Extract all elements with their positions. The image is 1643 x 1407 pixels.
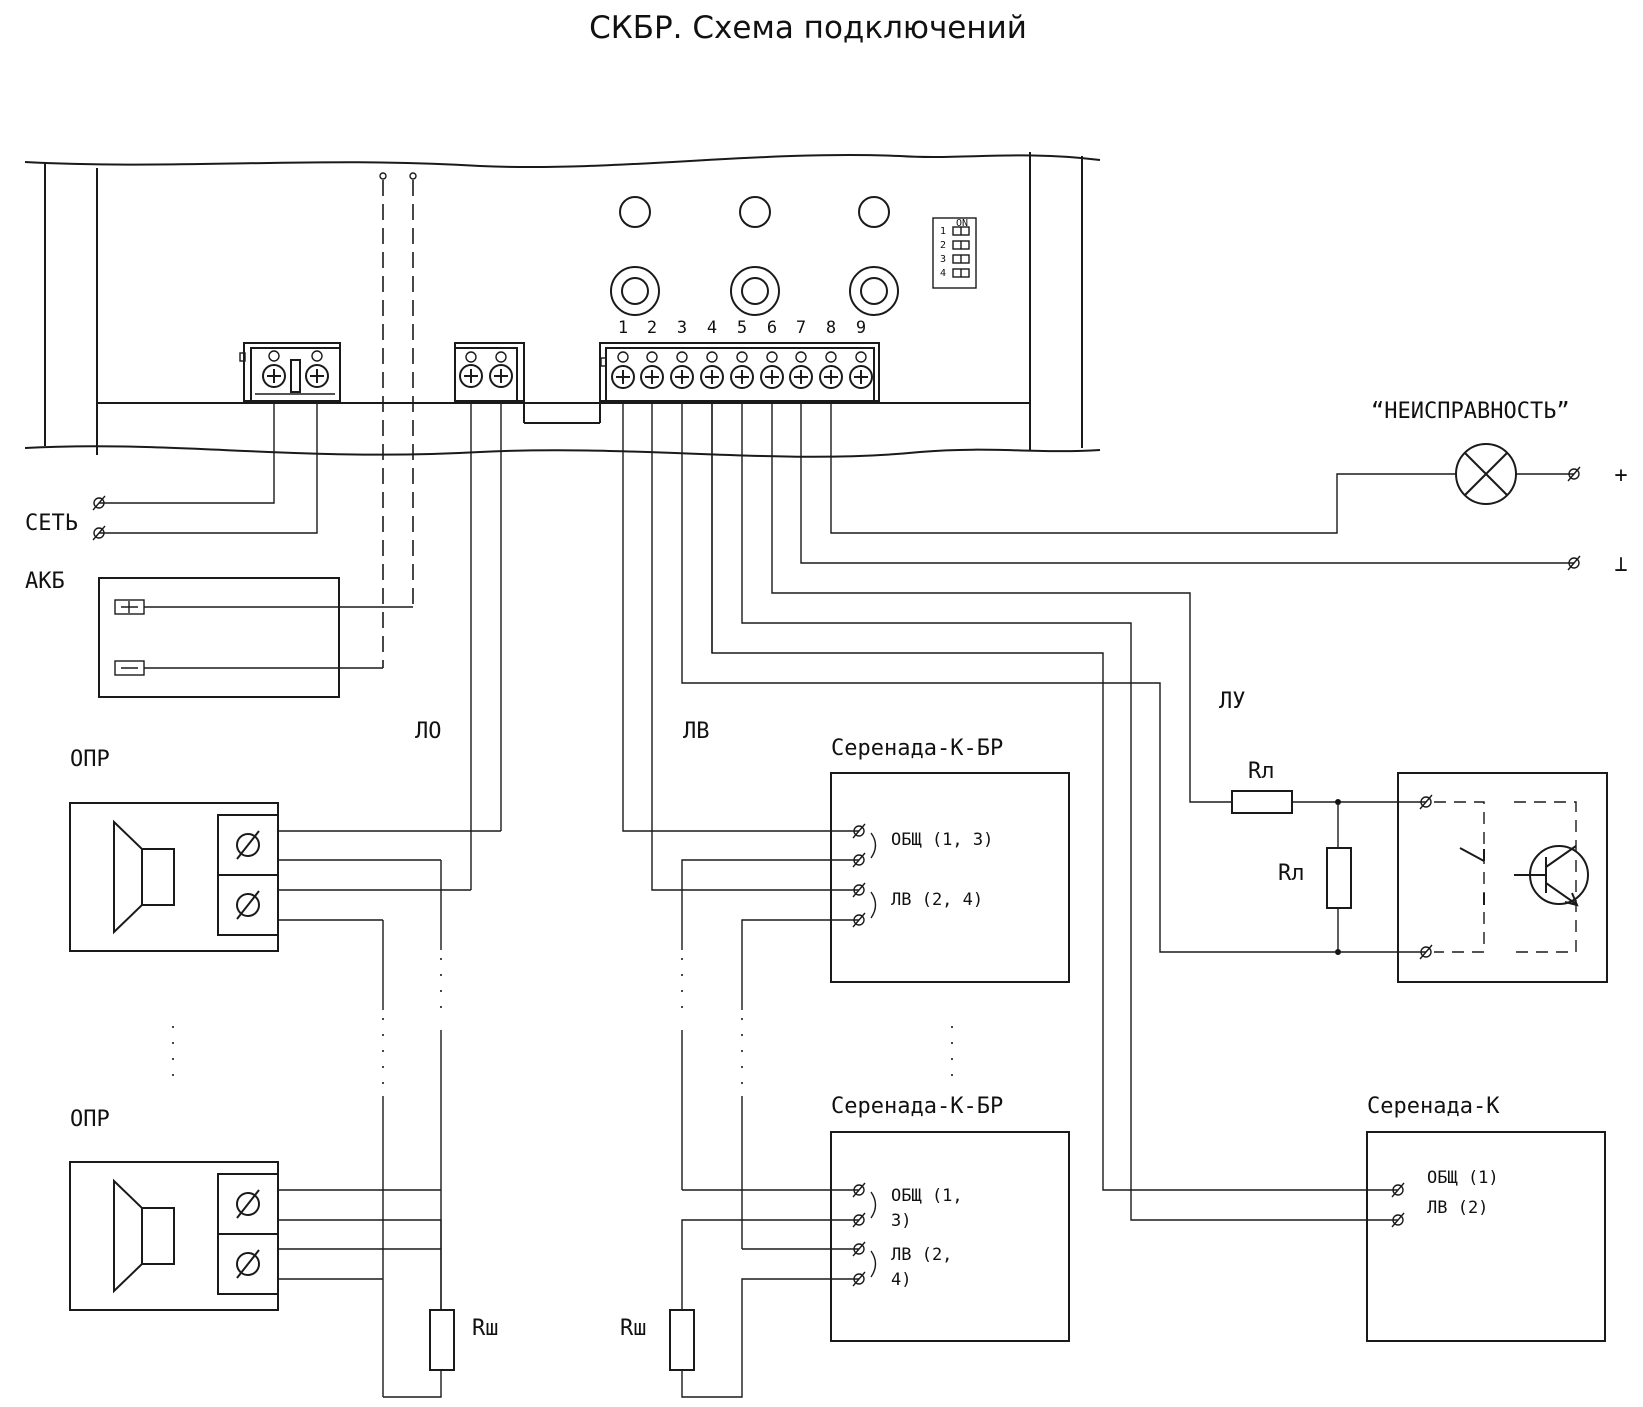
serenada-k-lv: ЛВ (2) <box>1427 1198 1488 1218</box>
speaker-1-label: ОПР <box>70 747 110 772</box>
battery: АКБ <box>25 569 413 698</box>
serenada-kbr-2-title: Серенада-К-БР <box>831 1094 1003 1119</box>
termination-resistor-lv <box>669 1309 695 1371</box>
output-line-wiring: ЛВ Rш <box>620 401 1398 1398</box>
speaker-1: ОПР <box>69 747 279 952</box>
mains-supply: СЕТЬ <box>25 401 318 541</box>
fault-label: “НЕИСПРАВНОСТЬ” <box>1371 399 1570 424</box>
plus-label: + <box>1614 463 1627 488</box>
page-title: СКБР. Схема подключений <box>589 10 1027 46</box>
serenada-kbr-2-common-line1: ОБЩ (1, <box>891 1186 963 1206</box>
line-resistor-parallel-label: Rл <box>1278 861 1305 886</box>
serenada-kbr-2-lv-line2: 4) <box>891 1270 911 1290</box>
control-line: ЛУ Rл Rл <box>681 401 1608 983</box>
serenada-kbr-2: Серенада-К-БР ОБЩ (1, 3) ЛВ (2, 4) <box>830 1094 1070 1342</box>
warning-line-wiring: ЛО Rш <box>172 401 502 1398</box>
warning-line-label: ЛО <box>415 719 442 744</box>
dip-label-4: 4 <box>940 268 946 279</box>
battery-label: АКБ <box>25 569 65 594</box>
terminal-number-7: 7 <box>796 318 806 338</box>
mains-terminal-block <box>239 342 341 402</box>
relay-contact-icon <box>1459 847 1485 862</box>
terminal-number-4: 4 <box>707 318 717 338</box>
serenada-kbr-1-title: Серенада-К-БР <box>831 736 1003 761</box>
serenada-k-title: Серенада-К <box>1367 1094 1500 1119</box>
serenada-kbr-1-common: ОБЩ (1, 3) <box>891 830 993 850</box>
serenada-k-common: ОБЩ (1) <box>1427 1168 1499 1188</box>
speaker-1-icon <box>113 819 143 935</box>
speaker-2: ОПР <box>69 1107 279 1311</box>
terminal-number-3: 3 <box>677 318 687 338</box>
line-resistor-parallel <box>1326 847 1352 909</box>
serenada-kbr-2-common-line2: 3) <box>891 1211 911 1231</box>
termination-resistor-lo <box>429 1309 455 1371</box>
warning-line-terminal-block <box>454 342 601 424</box>
mains-label: СЕТЬ <box>25 511 78 536</box>
fault-output: “НЕИСПРАВНОСТЬ” + ⊥ <box>800 399 1628 577</box>
main-terminal-block: 1 2 3 4 5 6 7 8 9 <box>599 318 880 402</box>
serenada-kbr-1: Серенада-К-БР ОБЩ (1, 3) ЛВ (2, 4) <box>830 736 1070 983</box>
terminal-number-9: 9 <box>856 318 866 338</box>
serenada-k: Серенада-К ОБЩ (1) ЛВ (2) <box>1366 1094 1606 1342</box>
serenada-kbr-1-lv: ЛВ (2, 4) <box>891 890 983 910</box>
line-resistor-series-label: Rл <box>1248 759 1275 784</box>
terminal-number-2: 2 <box>647 318 657 338</box>
terminal-number-8: 8 <box>826 318 836 338</box>
dip-label-1: 1 <box>940 226 946 237</box>
dip-label-3: 3 <box>940 254 946 265</box>
dip-label-2: 2 <box>940 240 946 251</box>
dip-switch: 1 2 3 4 ON <box>932 217 977 289</box>
main-unit: 1 2 3 4 ON <box>24 152 1101 668</box>
control-device <box>1397 772 1608 983</box>
ground-label: ⊥ <box>1614 552 1627 577</box>
termination-resistor-lv-label: Rш <box>620 1316 647 1341</box>
serenada-kbr-2-lv-line1: ЛВ (2, <box>891 1245 952 1265</box>
dip-on-label: ON <box>956 218 968 229</box>
terminal-number-6: 6 <box>767 318 777 338</box>
terminal-number-1: 1 <box>618 318 628 338</box>
control-line-label: ЛУ <box>1219 689 1246 714</box>
terminal-number-5: 5 <box>737 318 747 338</box>
speaker-2-label: ОПР <box>70 1107 110 1132</box>
speaker-2-icon <box>113 1178 143 1294</box>
termination-resistor-lo-label: Rш <box>472 1316 499 1341</box>
line-resistor-series <box>1231 790 1293 814</box>
output-line-label: ЛВ <box>683 719 710 744</box>
